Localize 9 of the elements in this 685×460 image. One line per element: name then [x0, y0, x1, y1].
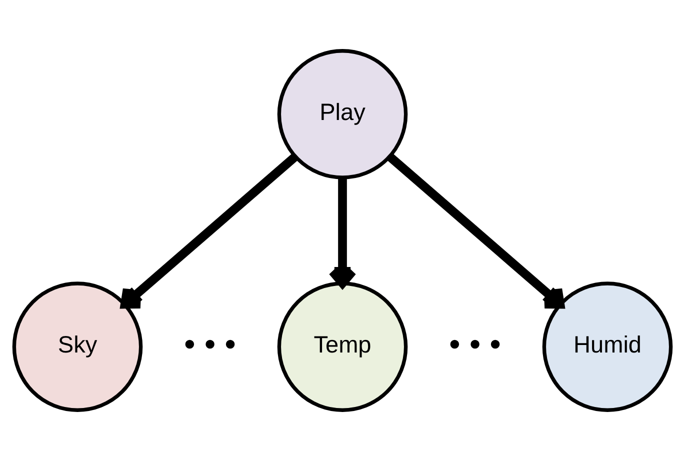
label: • • •: [449, 326, 501, 362]
node-circle: Temp: [277, 281, 408, 412]
node-circle: Play: [277, 48, 408, 179]
node-circle: Humid: [542, 281, 673, 412]
arrow: [120, 152, 298, 308]
arrow: [328, 177, 357, 288]
label: • • •: [184, 326, 236, 362]
node-circle: Sky: [12, 281, 143, 412]
arrow: [386, 152, 565, 308]
